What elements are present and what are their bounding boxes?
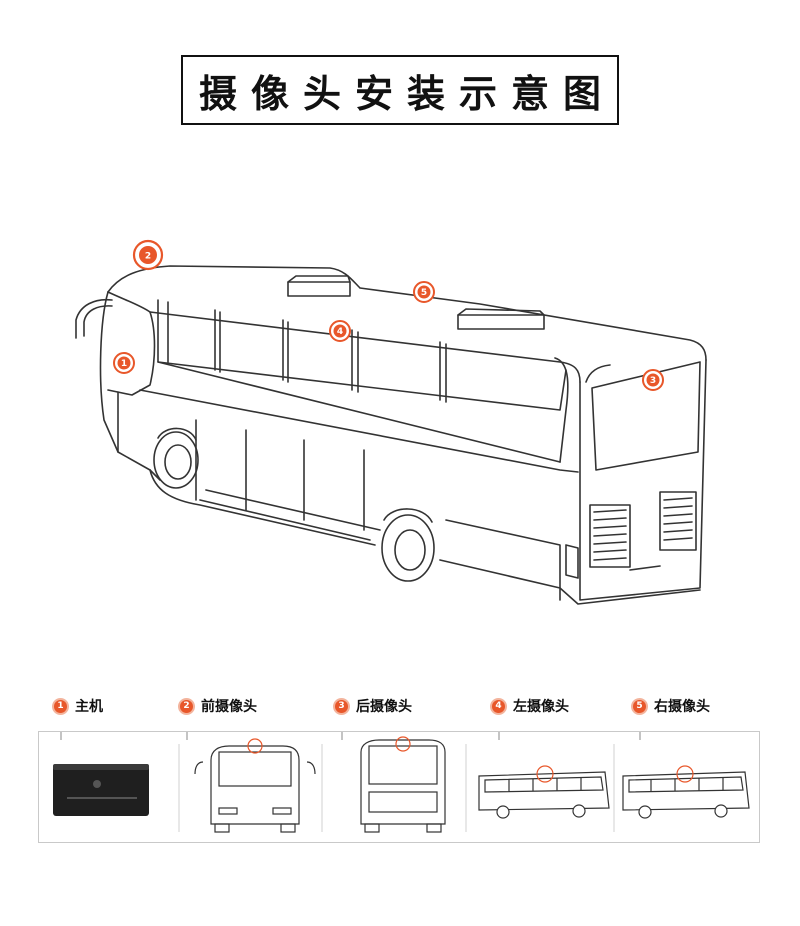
legend-label: 左摄像头 xyxy=(513,699,569,715)
legend-label: 右摄像头 xyxy=(654,699,710,715)
rear-view-bus xyxy=(360,736,446,833)
legend-label: 前摄像头 xyxy=(201,699,257,715)
front-view-bus xyxy=(194,738,316,833)
camera-marker-icon: 3 xyxy=(333,697,350,715)
legend-item-front-camera: 2 前摄像头 xyxy=(178,696,257,716)
legend-row: 1 主机 2 前摄像头 3 后摄像头 4 左摄像头 5 右摄像头 xyxy=(0,690,800,730)
bus-diagram: 2 1 4 5 3 xyxy=(75,239,707,605)
legend-item-rear-camera: 3 后摄像头 xyxy=(333,696,412,716)
legend-item-right-camera: 5 右摄像头 xyxy=(631,696,710,716)
marker-4: 4 xyxy=(329,320,351,342)
camera-marker-icon: 2 xyxy=(178,697,195,715)
right-side-bus xyxy=(622,765,750,819)
left-side-bus xyxy=(478,765,610,819)
camera-marker-icon: 1 xyxy=(52,697,69,715)
svg-text:3: 3 xyxy=(650,376,656,386)
title-box: 摄像头安装示意图 xyxy=(181,55,619,125)
legend-label: 主机 xyxy=(75,699,103,715)
host-unit-image xyxy=(53,764,149,816)
legend-item-left-camera: 4 左摄像头 xyxy=(490,696,569,716)
marker-1: 1 xyxy=(113,352,135,374)
legend-label: 后摄像头 xyxy=(356,699,412,715)
svg-text:4: 4 xyxy=(337,327,343,337)
svg-text:5: 5 xyxy=(421,288,427,298)
camera-marker-icon: 5 xyxy=(631,697,648,715)
camera-marker-icon: 4 xyxy=(490,697,507,715)
marker-3: 3 xyxy=(642,369,664,391)
legend-item-host: 1 主机 xyxy=(52,696,103,716)
marker-2: 2 xyxy=(132,239,164,271)
page-title: 摄像头安装示意图 xyxy=(198,71,615,116)
svg-text:2: 2 xyxy=(145,252,151,262)
camera-views-panel xyxy=(38,731,760,843)
marker-5-roof: 5 xyxy=(413,281,435,303)
svg-text:1: 1 xyxy=(121,359,127,369)
